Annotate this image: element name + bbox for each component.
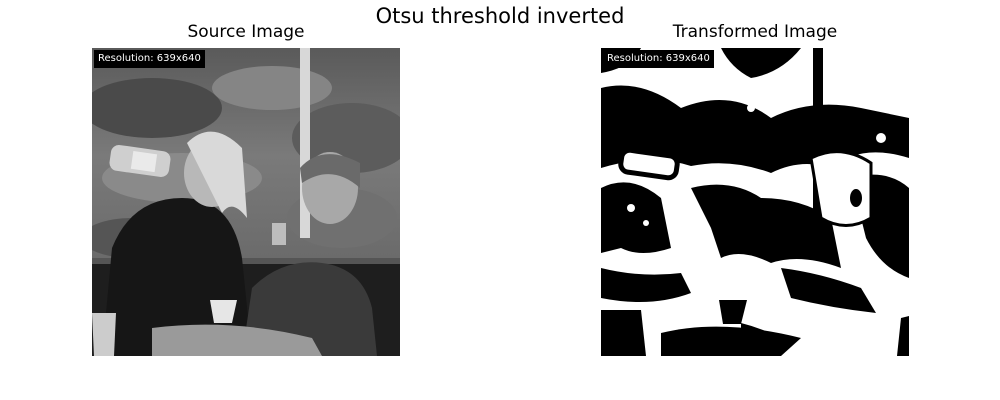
figure-title: Otsu threshold inverted [375,4,625,28]
source-image: Resolution: 639x640 [92,48,400,356]
transformed-resolution-badge: Resolution: 639x640 [603,50,714,68]
source-panel-title: Source Image [187,22,305,42]
source-photo [92,48,400,356]
source-resolution-badge: Resolution: 639x640 [94,50,205,68]
transformed-image: Resolution: 639x640 [601,48,909,356]
transformed-photo [601,48,909,356]
transformed-panel-title: Transformed Image [672,22,838,42]
